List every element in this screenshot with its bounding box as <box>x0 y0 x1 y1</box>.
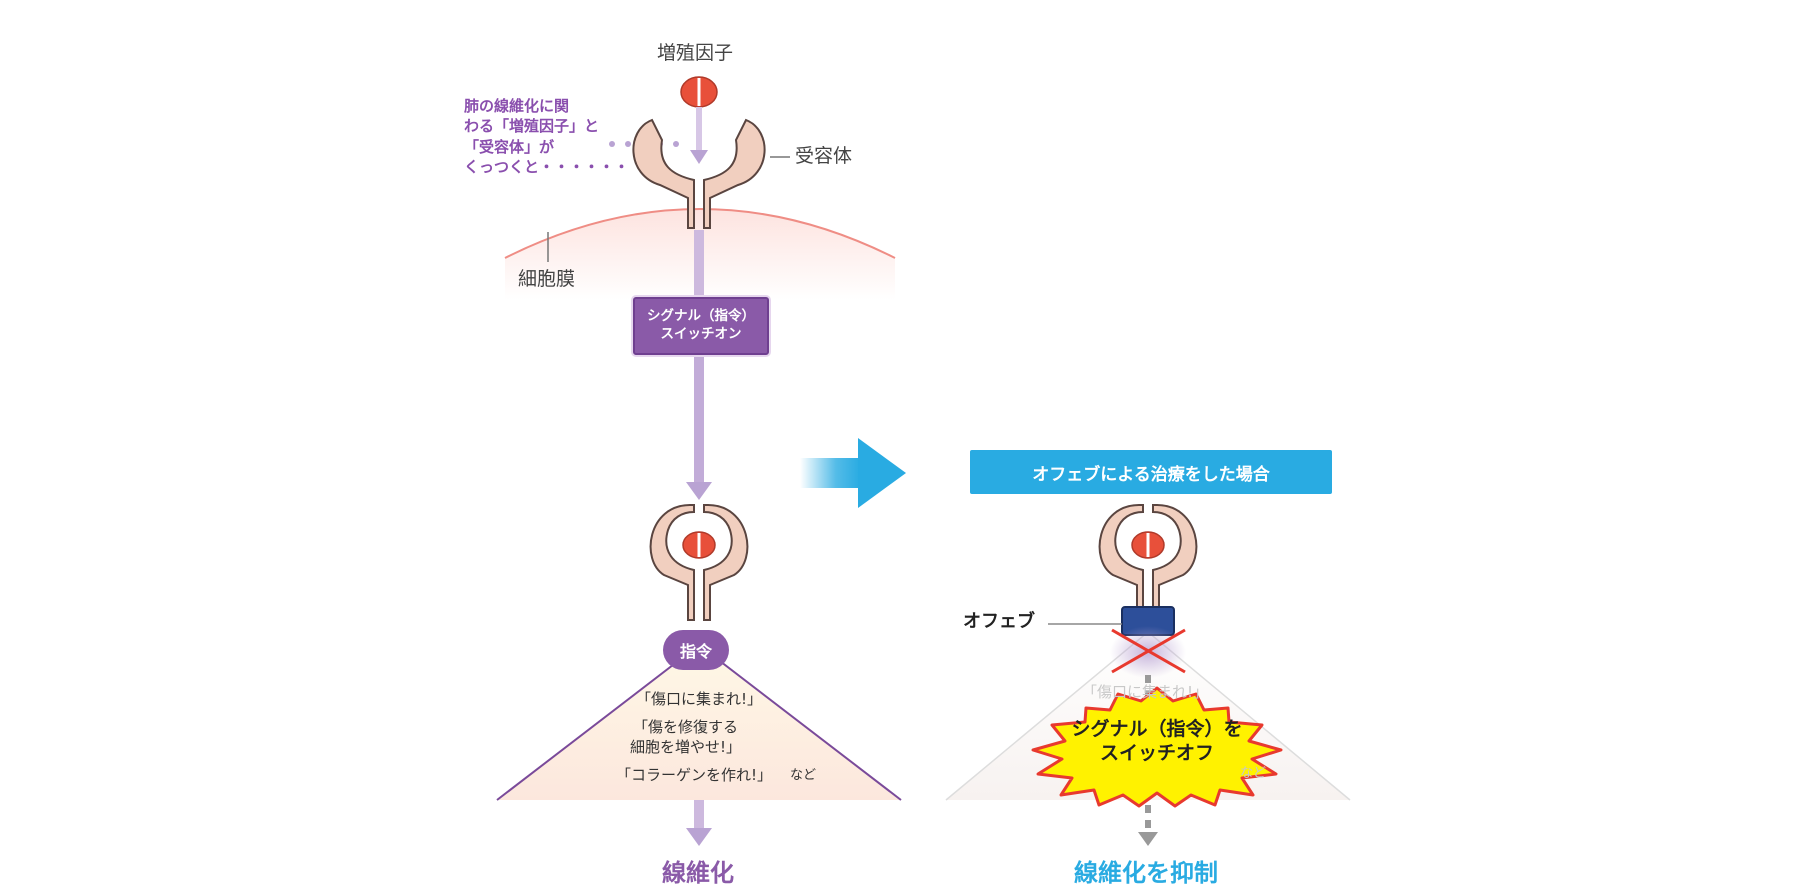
command-gather: 「傷口に集まれ!」 <box>636 690 763 708</box>
receptor-bound-icon <box>649 504 749 621</box>
treatment-title: オフェブによる治療をした場合 <box>970 450 1332 494</box>
receptor-label: 受容体 <box>795 145 853 167</box>
cross-icon <box>1111 628 1186 674</box>
commands-suffix: など <box>790 768 817 783</box>
growth-factor-label: 増殖因子 <box>657 42 734 64</box>
faded-suffix: など <box>1240 766 1267 781</box>
arrow-right-icon <box>800 438 906 508</box>
result-fibrosis-suppressed: 線維化を抑制 <box>1074 859 1218 887</box>
signal-off-text: シグナル（指令）を スイッチオフ <box>1071 718 1243 764</box>
faded-command: 「傷口に集まれ!」 <box>1082 683 1209 701</box>
command-pill: 指令 <box>663 630 729 670</box>
membrane-label: 細胞膜 <box>518 268 576 290</box>
signal-on-box: シグナル（指令） スイッチオン <box>633 297 769 355</box>
command-proliferate: 「傷を修復する 細胞を増やせ!」 <box>630 718 742 756</box>
growth-factor-icon <box>680 76 718 164</box>
ofev-label: オフェブ <box>963 611 1035 632</box>
command-collagen: 「コラーゲンを作れ!」 <box>616 766 773 784</box>
receptor-right-icon <box>1098 504 1198 613</box>
burst-icon <box>1031 686 1283 808</box>
binding-note: 肺の線維化に関 わる「増殖因子」と 「受容体」が くっつくと・・・・・・ <box>464 97 630 176</box>
signal-arrow <box>686 230 712 846</box>
result-fibrosis: 線維化 <box>662 859 734 887</box>
receptor-icon <box>632 118 766 229</box>
